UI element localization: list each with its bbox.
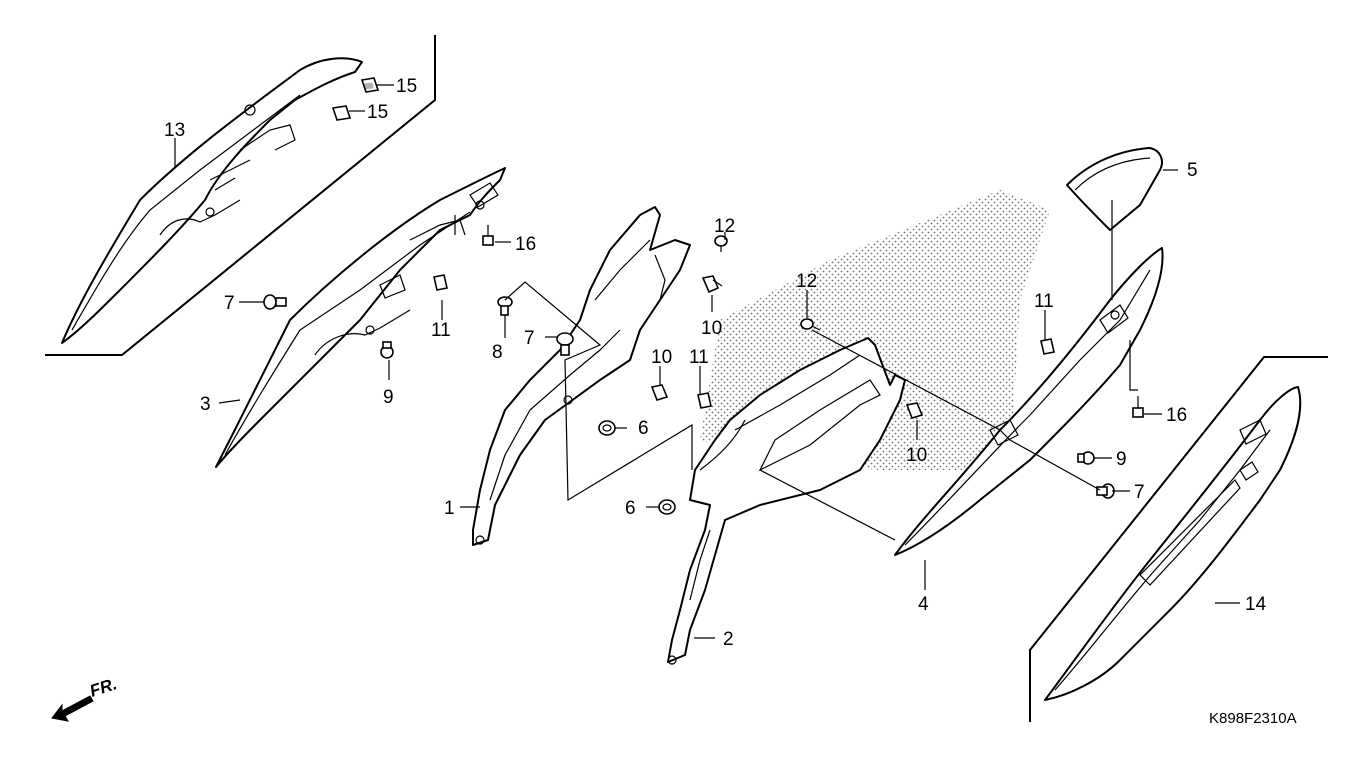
part-12-screw-a bbox=[714, 235, 728, 252]
part-9-screw-b bbox=[1077, 451, 1095, 465]
part-5-rear-cap bbox=[1066, 147, 1163, 231]
part-3-side-cover-left bbox=[215, 167, 506, 468]
callout-5: 5 bbox=[1187, 160, 1198, 181]
callout-10-a: 10 bbox=[701, 318, 722, 339]
arrow-left-icon bbox=[51, 695, 94, 722]
part-16-screw-a bbox=[482, 225, 494, 246]
part-6-grommet-b bbox=[658, 499, 676, 515]
part-7-bolt-c bbox=[1096, 483, 1115, 499]
callout-6-b: 6 bbox=[625, 498, 636, 519]
callout-13: 13 bbox=[164, 120, 185, 141]
part-7-bolt-a bbox=[263, 294, 287, 310]
front-direction-indicator: FR. bbox=[51, 674, 119, 722]
leader-lines bbox=[174, 84, 1240, 639]
part-13-rear-cover-left bbox=[61, 57, 363, 344]
callout-15-b: 15 bbox=[367, 102, 388, 123]
callout-7-c: 7 bbox=[1134, 482, 1145, 503]
part-1-body-cover-left bbox=[472, 206, 691, 546]
part-10-fastener-b bbox=[650, 384, 669, 401]
inset-frame-13 bbox=[45, 35, 436, 356]
part-12-screw-b bbox=[800, 318, 821, 331]
part-14-rear-cover-right bbox=[1044, 386, 1302, 701]
part-2-center-cover bbox=[667, 337, 906, 665]
callout-11-a: 11 bbox=[431, 320, 451, 341]
part-8-bolt bbox=[497, 296, 513, 316]
part-11-clip-c bbox=[1040, 338, 1055, 355]
part-15-clip-b bbox=[331, 105, 352, 121]
drawing-code: K898F2310A bbox=[1209, 710, 1297, 727]
part-11-clip-a bbox=[433, 274, 448, 291]
callout-12-b: 12 bbox=[796, 271, 817, 292]
callout-3: 3 bbox=[200, 394, 211, 415]
part-15-clip-a bbox=[360, 77, 380, 93]
part-11-clip-b bbox=[697, 392, 712, 409]
callout-11-b: 11 bbox=[689, 347, 709, 368]
callout-11-c: 11 bbox=[1034, 291, 1054, 312]
callout-4: 4 bbox=[918, 594, 929, 615]
inset-frame-14 bbox=[1029, 356, 1328, 722]
part-10-fastener-c bbox=[905, 402, 924, 419]
part-9-screw-a bbox=[380, 341, 394, 359]
callout-8: 8 bbox=[492, 342, 503, 363]
callout-9-b: 9 bbox=[1116, 449, 1127, 470]
callout-10-c: 10 bbox=[906, 445, 927, 466]
part-4-side-cover-right bbox=[894, 247, 1164, 556]
callout-14: 14 bbox=[1245, 594, 1267, 615]
callout-16-a: 16 bbox=[515, 234, 536, 255]
part-7-bolt-b bbox=[556, 332, 574, 356]
callout-15-a: 15 bbox=[396, 76, 417, 97]
callout-6-a: 6 bbox=[638, 418, 649, 439]
callout-12-a: 12 bbox=[714, 216, 735, 237]
direction-label: FR. bbox=[87, 674, 119, 701]
callout-2: 2 bbox=[723, 629, 734, 650]
callout-10-b: 10 bbox=[651, 347, 672, 368]
part-6-grommet-a bbox=[598, 420, 616, 436]
callout-9-a: 9 bbox=[383, 387, 394, 408]
part-10-fastener-a bbox=[701, 275, 723, 294]
callout-1: 1 bbox=[444, 498, 455, 519]
part-16-screw-b bbox=[1132, 396, 1144, 418]
callout-7-a: 7 bbox=[224, 293, 235, 314]
callout-16-b: 16 bbox=[1166, 405, 1187, 426]
callout-labels: 13 15 15 16 7 11 9 3 8 7 12 10 10 11 6 1… bbox=[164, 76, 1267, 650]
callout-7-b: 7 bbox=[524, 328, 535, 349]
